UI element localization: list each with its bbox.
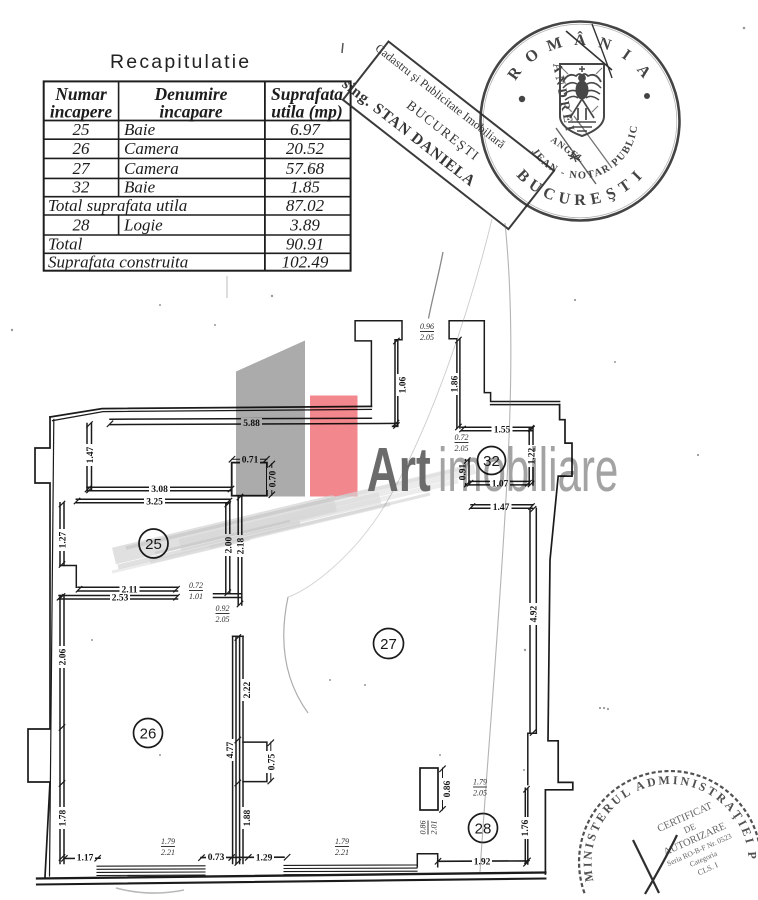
svg-text:1.92: 1.92 [474,858,491,868]
svg-text:2.21: 2.21 [161,848,175,857]
svg-text:1.17: 1.17 [77,854,94,864]
svg-text:1.55: 1.55 [494,426,511,436]
svg-text:2.01: 2.01 [430,821,439,835]
svg-text:25: 25 [73,120,90,139]
svg-text:Camera: Camera [124,139,179,158]
svg-text:26: 26 [73,139,91,158]
svg-text:3.89: 3.89 [289,216,320,235]
svg-text:3.08: 3.08 [151,485,168,495]
svg-text:2.22: 2.22 [243,681,253,698]
svg-text:1.86: 1.86 [451,375,461,392]
svg-text:26: 26 [140,726,157,743]
svg-text:2.53: 2.53 [112,594,129,604]
svg-text:57.68: 57.68 [286,159,325,178]
svg-text:90.91: 90.91 [286,235,324,254]
svg-text:U: U [557,189,572,208]
svg-text:1.76: 1.76 [521,819,531,836]
svg-text:E: E [589,190,603,209]
svg-text:0.86: 0.86 [443,780,453,797]
svg-text:R: R [574,192,586,209]
svg-text:1.47: 1.47 [493,503,510,513]
svg-text:0.72: 0.72 [189,581,203,590]
svg-text:2.18: 2.18 [237,537,247,554]
svg-text:20.52: 20.52 [286,139,325,158]
svg-text:27: 27 [73,159,92,178]
svg-text:1.29: 1.29 [256,854,273,864]
svg-text:0.92: 0.92 [216,604,230,613]
svg-text:2.21: 2.21 [335,848,349,857]
svg-text:Numar: Numar [54,84,107,104]
svg-text:27: 27 [380,636,397,653]
svg-text:1.06: 1.06 [399,376,409,393]
svg-text:0.86: 0.86 [419,821,428,835]
svg-text:0.96: 0.96 [420,322,434,331]
svg-text:1.88: 1.88 [243,809,253,826]
svg-text:1.27: 1.27 [59,531,69,548]
svg-text:2.05: 2.05 [455,444,469,453]
svg-text:2.05: 2.05 [216,615,230,624]
svg-text:1.01: 1.01 [189,592,203,601]
svg-text:28: 28 [73,216,91,235]
svg-text:1.22: 1.22 [528,447,538,464]
svg-text:Denumire: Denumire [154,84,228,104]
svg-text:Baie: Baie [124,120,156,139]
svg-text:DE: DE [682,821,697,835]
svg-text:imobiliare: imobiliare [438,436,618,505]
svg-text:Â: Â [574,30,586,49]
svg-text:2.06: 2.06 [59,648,69,665]
svg-text:Logie: Logie [123,216,163,235]
svg-text:Suprafata: Suprafata [271,84,343,104]
svg-text:incapare: incapare [159,102,222,122]
svg-text:87.02: 87.02 [286,196,325,215]
svg-text:0.75: 0.75 [267,753,277,770]
svg-text:32: 32 [483,453,500,470]
svg-text:0.72: 0.72 [455,433,469,442]
svg-text:N: N [597,35,614,55]
svg-text:Suprafata construita: Suprafata construita [48,253,188,272]
svg-text:32: 32 [72,178,91,197]
svg-text:Baie: Baie [124,178,156,197]
svg-text:Art: Art [367,436,431,505]
svg-text:102.49: 102.49 [282,253,329,272]
svg-text:utila (mp): utila (mp) [271,102,342,122]
svg-text:2.11: 2.11 [121,586,137,596]
svg-text:4.92: 4.92 [530,605,540,622]
svg-text:Recapitulatie: Recapitulatie [110,51,251,73]
svg-text:1.78: 1.78 [59,809,69,826]
svg-text:incapere: incapere [50,102,112,122]
svg-text:1.85: 1.85 [290,178,320,197]
svg-text:1.47: 1.47 [86,446,96,463]
svg-text:2.05: 2.05 [473,789,487,798]
svg-text:2.05: 2.05 [420,333,434,342]
svg-text:M: M [545,34,565,55]
svg-text:Total suprafata utila: Total suprafata utila [48,196,187,215]
svg-text:Camera: Camera [124,159,179,178]
svg-text:1.79: 1.79 [473,778,487,787]
svg-text:1.07: 1.07 [492,480,509,490]
svg-text:4.77: 4.77 [226,741,236,758]
svg-text:1.79: 1.79 [335,837,349,846]
svg-text:3.25: 3.25 [146,498,163,508]
svg-text:1.79: 1.79 [161,837,175,846]
svg-text:Total: Total [48,235,83,254]
svg-text:0.73: 0.73 [208,853,225,863]
svg-text:6.97: 6.97 [290,120,321,139]
